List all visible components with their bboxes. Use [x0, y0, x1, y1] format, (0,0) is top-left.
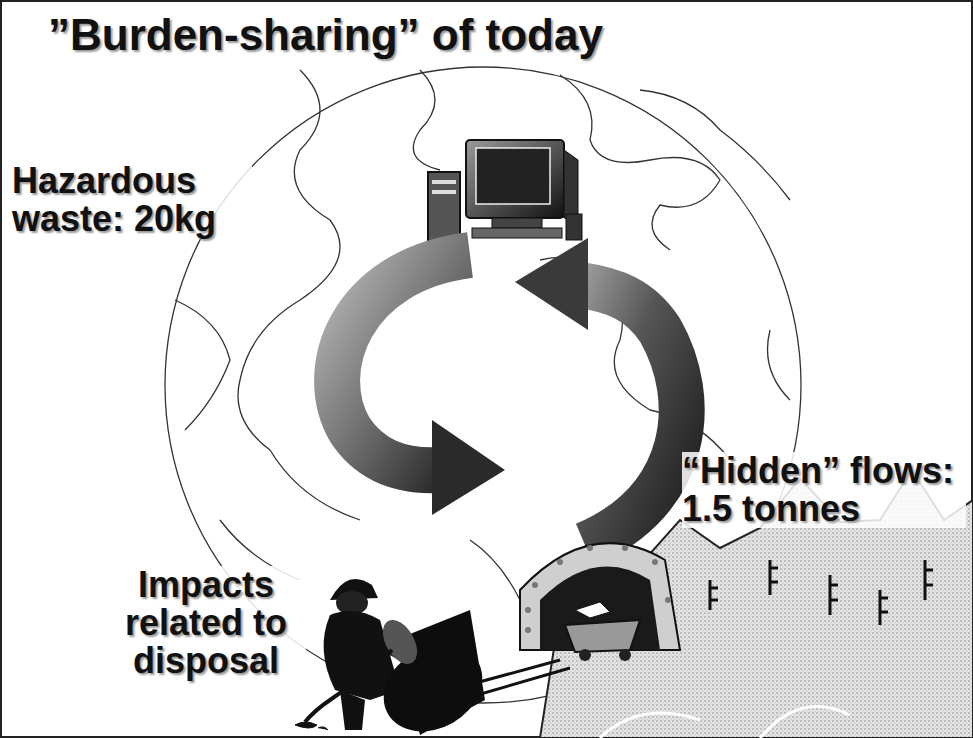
disposal-impacts-label: Impacts related to disposal — [106, 566, 306, 679]
hidden-flows-label: “Hidden” flows: 1.5 tonnes — [682, 452, 966, 528]
slide-title: ”Burden-sharing” of today — [44, 12, 607, 58]
computer-icon — [428, 140, 582, 246]
worker-with-barrel — [295, 579, 498, 738]
cycle-arrows — [337, 238, 682, 545]
mine-entrance — [450, 543, 680, 700]
hazardous-waste-label: Hazardous waste: 20kg — [12, 162, 252, 238]
